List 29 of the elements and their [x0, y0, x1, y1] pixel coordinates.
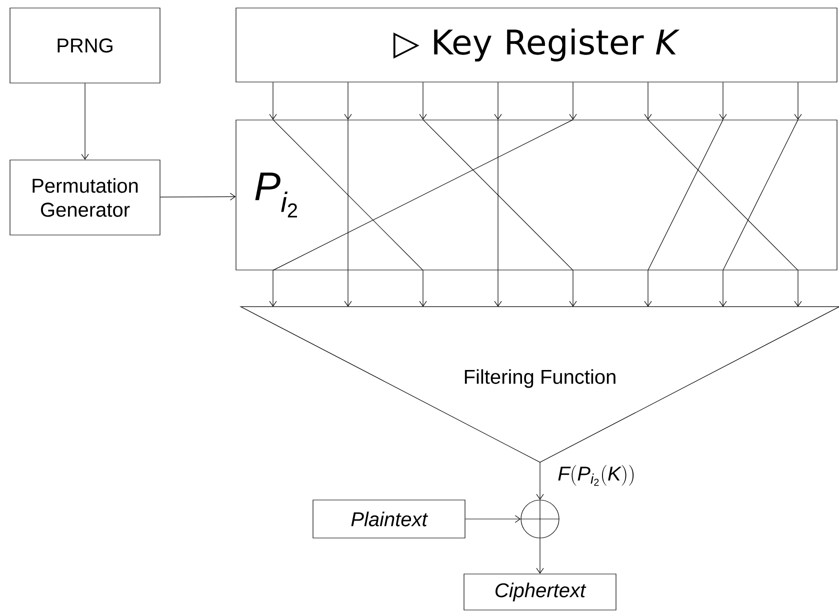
arrow [81, 83, 89, 160]
arrow [536, 538, 544, 574]
xor-symbol [520, 499, 560, 539]
process-box: PRNG [10, 8, 160, 84]
arrow [644, 270, 652, 307]
arrow [719, 82, 727, 120]
arrow [344, 82, 352, 120]
arrow [794, 82, 802, 120]
arrow [465, 515, 521, 523]
arrow [644, 82, 652, 120]
arrow [269, 270, 277, 307]
arrow [536, 462, 544, 500]
process-box: $\mathit{P}_{\mathit{i}_{\mathrm{2}}}$ [236, 120, 838, 270]
arrow [160, 192, 236, 200]
arrow [419, 270, 427, 307]
arrow [269, 82, 277, 120]
arrow [719, 270, 727, 307]
process-box: Plaintext [312, 500, 466, 538]
arrow [419, 82, 427, 120]
process-box: Permutation Generator [10, 160, 160, 236]
arrow [494, 270, 502, 307]
edge-label: $\mathit{F}(\mathit{P}_{\mathit{i}_{\mathrm{2}}}(\mathit{K}))$ [558, 465, 634, 486]
process-box: ▷ Key Register K [236, 8, 838, 82]
arrow [569, 270, 577, 307]
process-box: Ciphertext [464, 574, 616, 610]
arrow [494, 82, 502, 120]
arrow [794, 270, 802, 307]
arrow [344, 270, 352, 307]
arrow [569, 82, 577, 120]
